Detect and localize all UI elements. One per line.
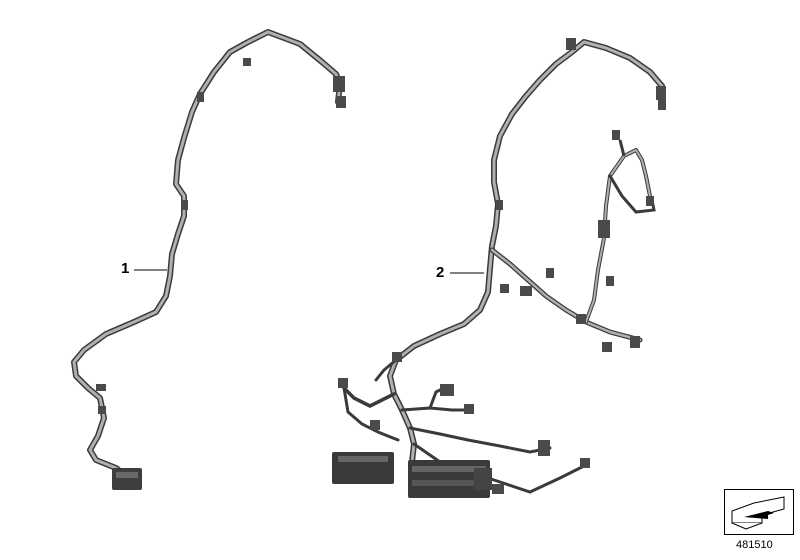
connector	[546, 268, 554, 278]
clip	[243, 58, 251, 66]
connector	[602, 342, 612, 352]
connector	[474, 468, 492, 490]
connector	[646, 196, 654, 206]
callout-label-1: 1	[121, 260, 130, 277]
connector	[392, 352, 402, 362]
harness-2	[332, 38, 666, 498]
connector	[630, 336, 640, 348]
connector	[440, 384, 454, 396]
connector	[658, 100, 666, 110]
harness-1	[71, 29, 346, 490]
clip	[197, 92, 204, 102]
connector	[520, 286, 532, 296]
connector	[566, 38, 576, 50]
connector	[606, 276, 614, 286]
connector	[333, 76, 345, 92]
connector	[656, 86, 666, 100]
connector-plug	[112, 468, 142, 490]
connector	[598, 220, 610, 238]
connector	[464, 404, 474, 414]
connector	[370, 420, 380, 430]
connector	[580, 458, 590, 468]
clip	[496, 200, 503, 210]
clip	[98, 406, 106, 414]
callout-label-2: 2	[436, 264, 445, 281]
clip	[96, 384, 106, 391]
connector	[576, 314, 586, 324]
folded-corner-arrow-icon	[724, 489, 794, 535]
clip	[500, 284, 509, 293]
connector	[492, 484, 504, 494]
reference-number: 481510	[736, 539, 773, 551]
connector	[336, 96, 346, 108]
connector	[538, 440, 550, 456]
connector	[612, 130, 620, 140]
connector	[338, 378, 348, 388]
clip	[181, 200, 188, 210]
